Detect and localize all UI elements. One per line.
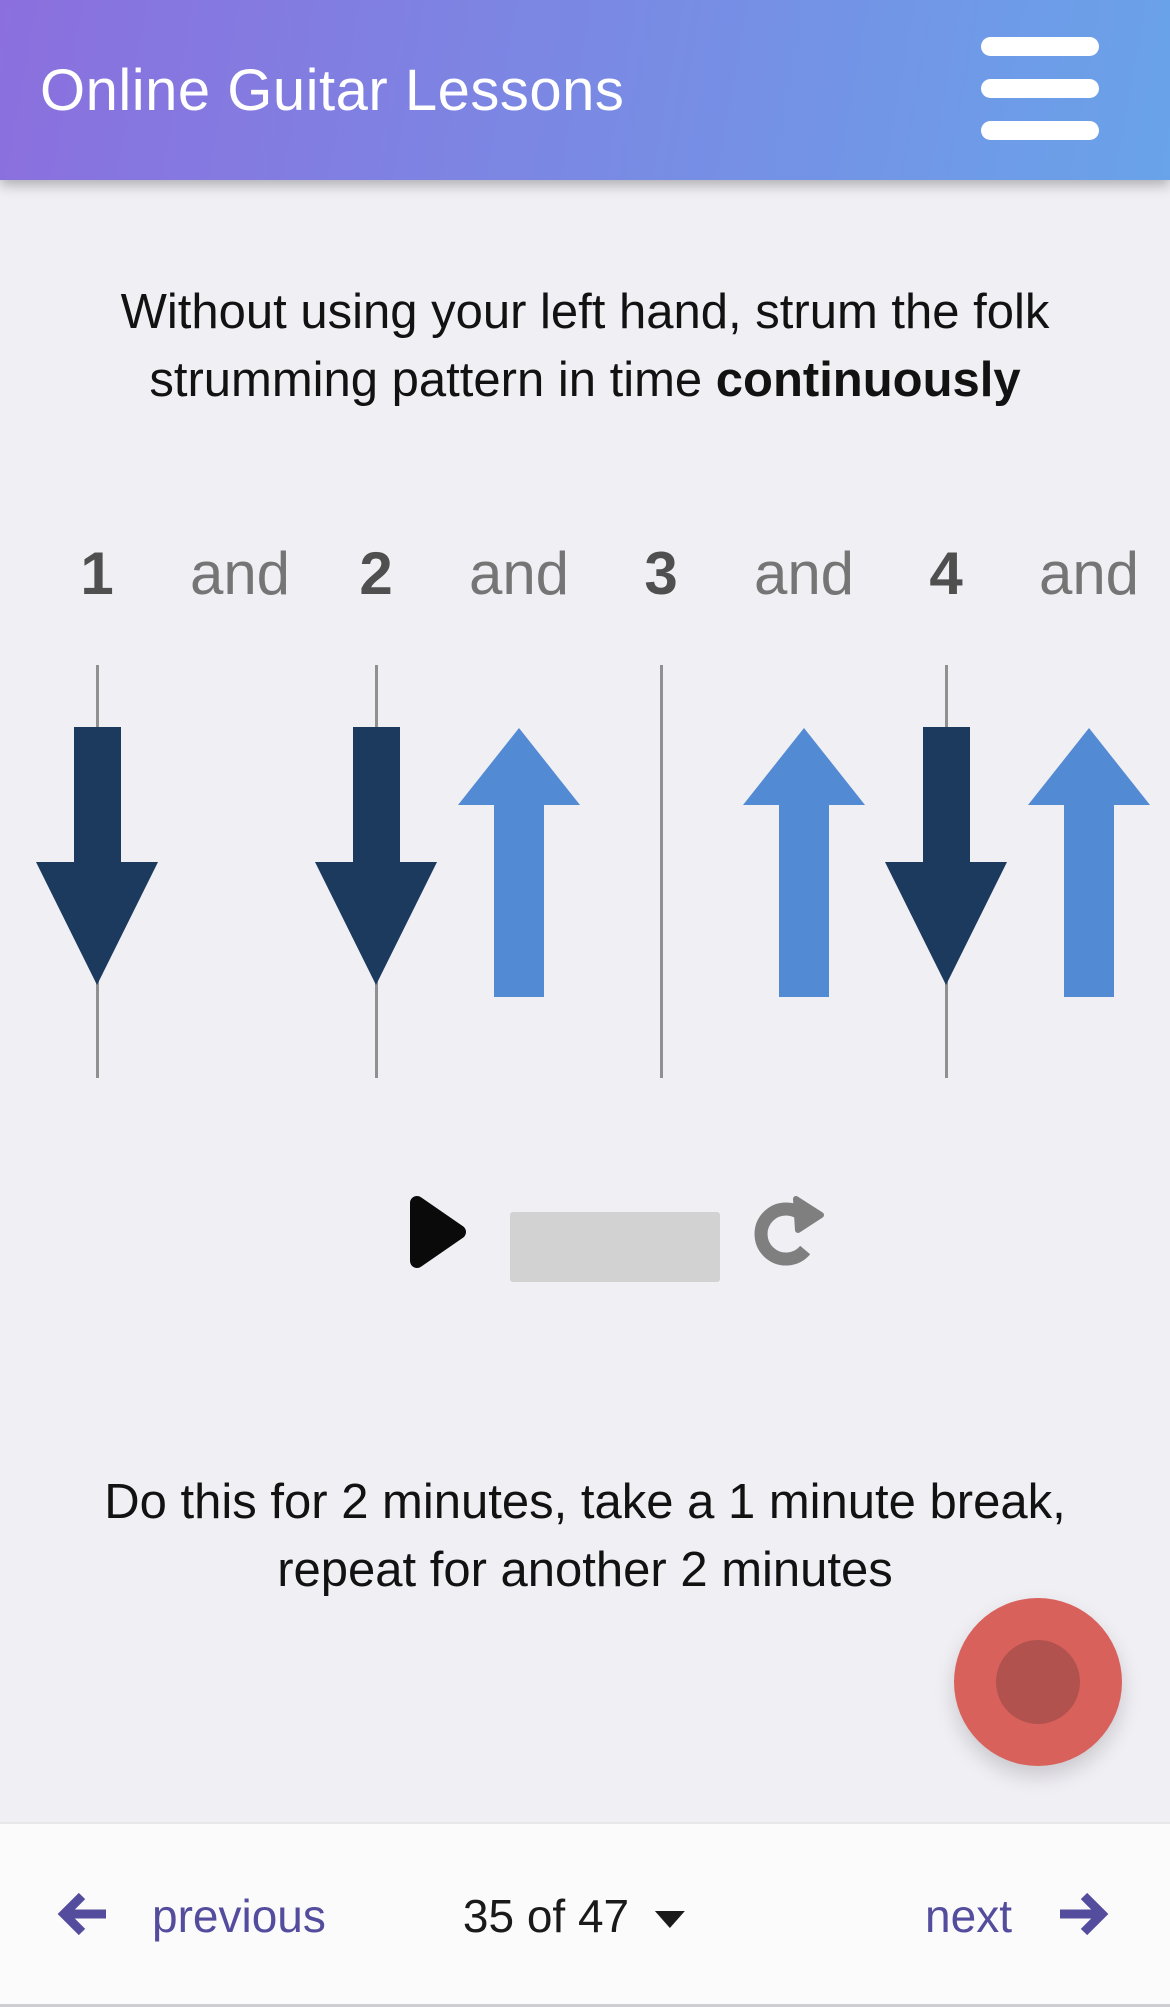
record-button[interactable] — [954, 1598, 1122, 1766]
beat-number-label: 4 — [929, 540, 963, 607]
upstrum-arrow — [1064, 805, 1114, 997]
downstrum-arrow-head — [36, 862, 158, 985]
arrow-left-icon[interactable] — [56, 1888, 108, 1940]
hamburger-menu-icon[interactable] — [981, 37, 1099, 140]
beat-line — [659, 665, 663, 1078]
offbeat-and-label: and — [753, 540, 855, 607]
arrow-right-icon[interactable] — [1058, 1888, 1110, 1940]
beat-number-label: 1 — [80, 540, 114, 607]
upstrum-arrow-head — [1028, 728, 1150, 805]
hamburger-bar — [981, 121, 1099, 140]
record-icon — [996, 1640, 1080, 1724]
downstrum-arrow — [922, 727, 970, 864]
audio-progress-bar[interactable] — [510, 1212, 720, 1282]
upstrum-arrow — [779, 805, 829, 997]
hamburger-bar — [981, 37, 1099, 56]
downstrum-arrow-head — [315, 862, 437, 985]
offbeat-and-label: and — [189, 540, 291, 607]
instruction-line2: strumming pattern in time — [149, 353, 716, 407]
page-selector-dropdown[interactable]: 35 of 47 — [462, 1890, 686, 1942]
offbeat-and-label: and — [468, 540, 570, 607]
instruction-line1: Without using your left hand, strum the … — [120, 285, 1050, 339]
page-indicator: 35 of 47 — [462, 1890, 630, 1942]
downstrum-arrow — [352, 727, 400, 864]
practice-note-line1: Do this for 2 minutes, take a 1 minute b… — [104, 1475, 1066, 1529]
beat-number-label: 2 — [359, 540, 393, 607]
bottom-navigation-bar: previous 35 of 47 next — [0, 1822, 1170, 2007]
instruction-emphasis: continuously — [715, 353, 1021, 407]
downstrum-arrow-head — [885, 862, 1007, 985]
play-button[interactable] — [406, 1194, 470, 1270]
practice-note-text: Do this for 2 minutes, take a 1 minute b… — [0, 1468, 1170, 1604]
hamburger-bar — [981, 79, 1099, 98]
upstrum-arrow-head — [458, 728, 580, 805]
replay-icon[interactable] — [752, 1194, 826, 1266]
practice-note-line2: repeat for another 2 minutes — [277, 1543, 893, 1597]
caret-down-icon — [655, 1910, 686, 1928]
offbeat-and-label: and — [1038, 540, 1140, 607]
instruction-text: Without using your left hand, strum the … — [0, 278, 1170, 414]
previous-button[interactable]: previous — [152, 1890, 326, 1942]
strumming-pattern-diagram: 1 and 2 and 3 and 4 and — [0, 538, 1170, 1098]
beat-number-label: 3 — [644, 540, 678, 607]
downstrum-arrow — [73, 727, 121, 864]
upstrum-arrow — [494, 805, 544, 997]
app-title: Online Guitar Lessons — [40, 57, 625, 123]
next-button[interactable]: next — [925, 1890, 1012, 1942]
app-header: Online Guitar Lessons — [0, 0, 1170, 180]
upstrum-arrow-head — [743, 728, 865, 805]
